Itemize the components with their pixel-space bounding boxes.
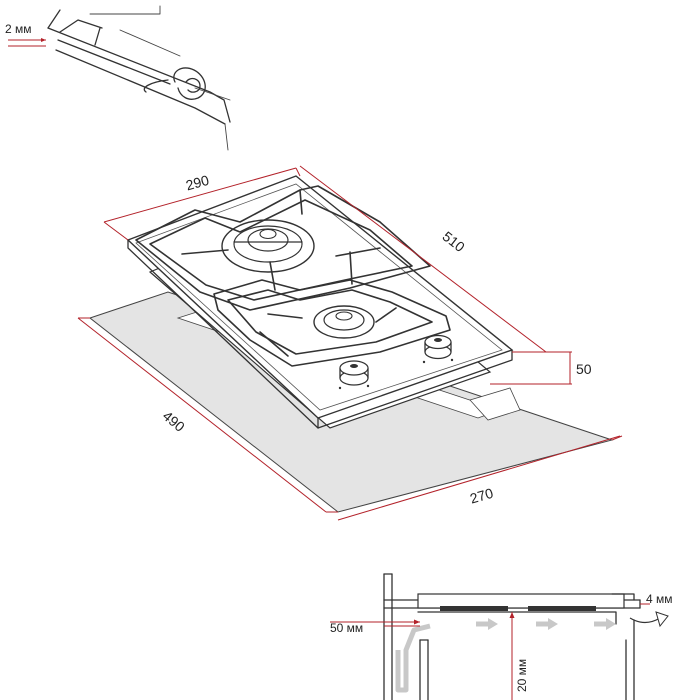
height-50-label: 50 — [576, 361, 592, 377]
gap-2mm-label: 2 мм — [5, 22, 32, 36]
detail-seal — [47, 5, 231, 151]
cutout-width-270-label: 270 — [468, 485, 495, 507]
burner-back — [221, 219, 315, 273]
burner-front — [313, 305, 375, 339]
dim-gap-4mm: 4 мм — [640, 592, 673, 606]
dim-height-50: 50 — [490, 351, 592, 385]
gap-2mm-dimension: 2 мм — [5, 22, 46, 47]
dim-below-clearance-20mm: 20 мм — [509, 612, 529, 700]
grate-back — [135, 185, 431, 311]
dim-front-clearance-50mm: 50 мм — [330, 619, 420, 635]
below-clearance-20mm-label: 20 мм — [515, 659, 529, 692]
dim-width-290: 290 — [103, 167, 301, 241]
gap-4mm-label: 4 мм — [646, 592, 673, 606]
depth-510-label: 510 — [440, 228, 468, 255]
width-290-label: 290 — [184, 172, 211, 194]
cutout-depth-490-label: 490 — [160, 408, 188, 435]
knob-right — [422, 334, 454, 364]
dim-cutout-width-270: 270 — [337, 435, 623, 521]
knob-left — [338, 360, 370, 390]
front-clearance-50mm-label: 50 мм — [330, 621, 363, 635]
detail-ventilation — [383, 573, 669, 700]
hob — [126, 175, 514, 429]
grate-front — [213, 251, 451, 367]
